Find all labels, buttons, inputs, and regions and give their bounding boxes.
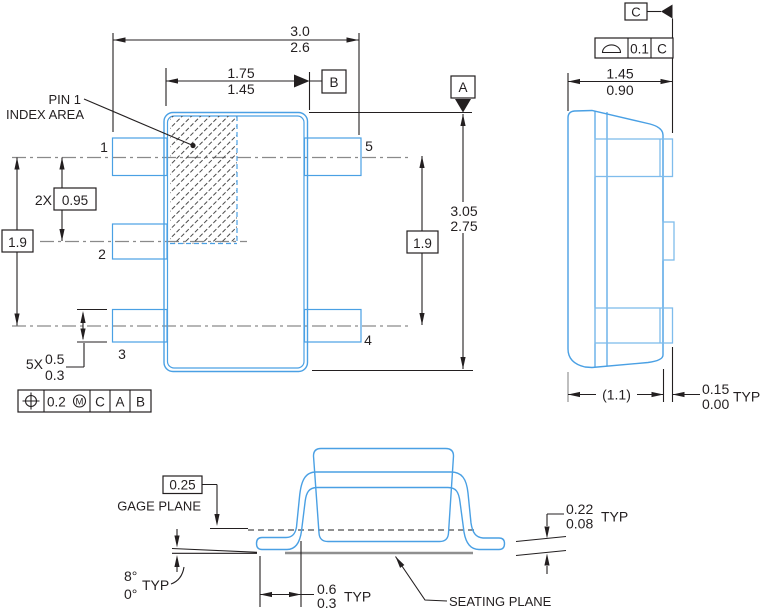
pin1-label-line2: INDEX AREA xyxy=(6,107,84,122)
datum-c-flag: C xyxy=(624,2,673,21)
svg-text:1.45: 1.45 xyxy=(227,81,254,97)
dim-standoff: 0.15 0.00 TYP xyxy=(671,347,760,412)
svg-text:M: M xyxy=(76,397,84,408)
svg-text:0°: 0° xyxy=(124,586,137,602)
pin-number-1: 1 xyxy=(100,139,108,155)
dim-span-right: 1.9 xyxy=(406,156,439,325)
svg-text:1.45: 1.45 xyxy=(606,66,633,82)
svg-text:0.22: 0.22 xyxy=(566,501,593,517)
pin-1-pad xyxy=(111,137,168,177)
dim-foot-length: 0.6 0.3 TYP xyxy=(259,541,371,609)
profile-surface-icon xyxy=(601,44,622,54)
datum-a-triangle xyxy=(455,99,471,113)
profile-lead-outline xyxy=(255,471,506,551)
dim-pitch: 2X 0.95 xyxy=(35,157,97,241)
svg-text:TYP: TYP xyxy=(142,577,169,593)
svg-text:C: C xyxy=(95,395,105,410)
svg-text:2.75: 2.75 xyxy=(450,218,477,234)
side-lead-middle xyxy=(662,221,675,261)
pin-number-3: 3 xyxy=(118,346,126,362)
svg-text:2.6: 2.6 xyxy=(290,39,310,55)
dim-lead-thickness: 0.22 0.08 TYP xyxy=(515,501,628,574)
seating-plane-label: SEATING PLANE xyxy=(449,594,552,609)
pin-number-4: 4 xyxy=(364,332,372,348)
svg-text:1.9: 1.9 xyxy=(8,235,27,250)
svg-text:1.75: 1.75 xyxy=(227,65,254,81)
dim-overall-length: A 3.05 2.75 xyxy=(309,75,478,372)
side-body-outline xyxy=(567,109,664,369)
svg-text:B: B xyxy=(136,395,145,410)
svg-text:1.9: 1.9 xyxy=(413,236,432,251)
position-icon xyxy=(22,392,40,410)
datum-b-label: B xyxy=(329,75,338,90)
datum-b-triangle xyxy=(294,74,310,88)
svg-text:0.1: 0.1 xyxy=(630,42,649,57)
dim-span-left: 1.9 xyxy=(1,157,34,326)
pin1-leader xyxy=(83,98,194,147)
svg-text:8°: 8° xyxy=(124,568,137,584)
svg-text:3.05: 3.05 xyxy=(450,203,477,219)
svg-text:0.15: 0.15 xyxy=(702,381,729,397)
main-top-view: PIN 1 INDEX AREA 1 2 3 4 5 3.0 2.6 1.75 … xyxy=(1,23,478,413)
dim-gage: 0.25 GAGE PLANE xyxy=(117,475,248,530)
datum-a-label: A xyxy=(458,80,467,95)
side-view: C 0.1 C 1.45 0.90 xyxy=(567,2,760,412)
profile-body-outline xyxy=(312,447,455,543)
side-lead-bottom xyxy=(594,307,674,344)
dim-body-ref: (1.1) xyxy=(567,369,665,403)
fcf-profile: 0.1 C xyxy=(594,37,674,59)
svg-text:0.95: 0.95 xyxy=(62,193,88,208)
svg-text:0.25: 0.25 xyxy=(169,478,195,493)
fcf-tolerance: 0.2 xyxy=(47,395,66,410)
svg-text:5X: 5X xyxy=(26,356,44,372)
svg-text:TYP: TYP xyxy=(601,509,628,525)
dim-body-width: 1.75 1.45 B xyxy=(165,65,347,110)
datum-a-box xyxy=(450,75,476,99)
dim-lead-angle: 8° 0° TYP xyxy=(124,529,258,602)
svg-text:C: C xyxy=(657,42,667,57)
svg-text:3.0: 3.0 xyxy=(290,23,310,39)
package-body-outline xyxy=(163,111,309,373)
svg-text:0.3: 0.3 xyxy=(45,367,65,383)
svg-text:0.3: 0.3 xyxy=(317,595,337,609)
svg-text:(1.1): (1.1) xyxy=(602,387,631,403)
datum-c-label: C xyxy=(631,5,640,20)
gage-plane-label: GAGE PLANE xyxy=(117,499,201,514)
mmc-modifier-icon: M xyxy=(72,394,87,408)
pin1-leader-dot xyxy=(190,142,196,149)
datum-c-triangle xyxy=(661,4,673,19)
svg-text:0.08: 0.08 xyxy=(566,516,593,532)
fcf-position: 0.2 M C A B xyxy=(17,389,152,413)
pin-number-5: 5 xyxy=(365,138,373,154)
svg-text:0.6: 0.6 xyxy=(317,581,337,597)
svg-text:0.90: 0.90 xyxy=(606,82,633,98)
seated-profile-view: 0.25 GAGE PLANE 8° 0° TYP 0.6 0.3 TYP xyxy=(117,447,628,609)
svg-text:A: A xyxy=(115,395,124,410)
datum-b-box xyxy=(321,69,347,94)
svg-text:0.00: 0.00 xyxy=(702,396,729,412)
svg-text:TYP: TYP xyxy=(733,389,760,405)
svg-text:TYP: TYP xyxy=(344,589,371,605)
dim-lead-width: 5X 0.5 0.3 xyxy=(26,308,107,383)
dim-side-width: 1.45 0.90 xyxy=(567,66,673,111)
pin-number-2: 2 xyxy=(98,246,106,262)
pin1-label-line1: PIN 1 xyxy=(48,92,81,107)
pin-5-pad xyxy=(303,137,362,177)
svg-text:0.5: 0.5 xyxy=(45,351,65,367)
seating-plane-callout: SEATING PLANE xyxy=(395,556,552,609)
dim-overall-width: 3.0 2.6 xyxy=(112,23,360,135)
pin1-index-hatch xyxy=(170,116,237,244)
side-lead-top xyxy=(594,138,674,178)
svg-text:2X: 2X xyxy=(35,192,53,208)
